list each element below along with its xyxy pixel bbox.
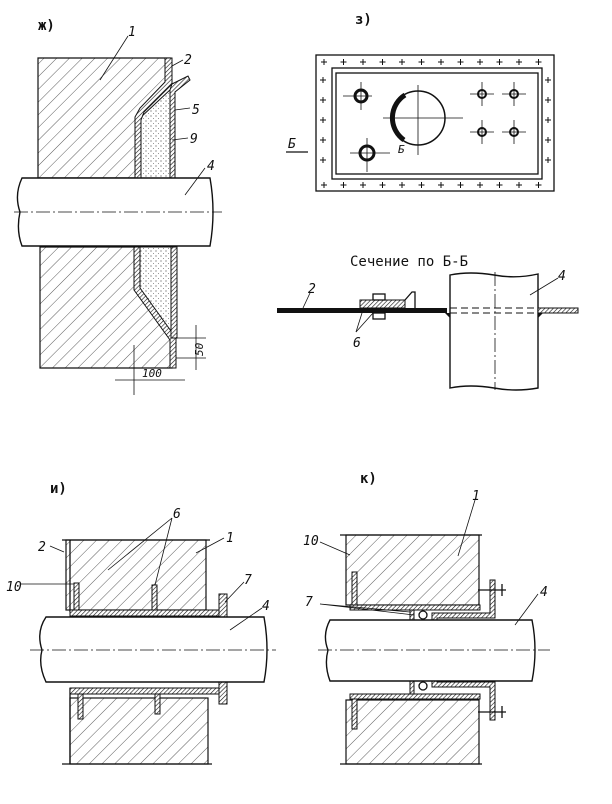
label-sleeve: 5 [192,103,200,118]
bolt-mark [321,59,327,65]
dimension-height: 50 [193,342,206,356]
wall-bottom [69,697,209,765]
sleeve-bottom [69,687,221,695]
label-pipe: 4 [262,599,270,614]
panel-zh-title: ж) [38,18,55,34]
wall-top [65,539,207,611]
bolt-mark [340,59,347,65]
sleeve-bottom [349,693,481,700]
bolt-mark [545,117,551,123]
panel-zh: ж) 1 2 5 9 4 50 100 [14,18,222,395]
section-label-pipe: 4 [558,269,566,284]
label-flange: 7 [305,595,313,610]
bolt-mark [321,182,327,188]
bolt-mark [418,182,425,188]
label-wall: 1 [226,531,234,546]
bolt-mark [477,59,483,65]
bolt-mark [418,59,425,65]
plate-inner-frame [331,67,543,180]
panel-z-title: з) [355,12,372,28]
bolt-mark [438,59,444,65]
label-plate: 2 [184,53,192,68]
label-seal: 6 [173,507,181,522]
pipe [39,616,268,683]
section-title: Сечение по Б-Б [350,254,468,270]
bolt-mark [457,182,464,188]
bolt-mark [516,59,522,65]
pipe [324,619,536,682]
label-flange: 7 [244,573,252,588]
bolt-mark [399,182,405,188]
panel-k: к) 10 1 7 4 [303,471,550,765]
label-anchor: 10 [303,534,319,549]
section-plate [277,308,447,313]
bolt-mark [360,182,366,188]
bolt-mark [379,59,386,65]
wall-top [345,534,480,606]
sleeve-flange [169,75,191,179]
label-wall: 1 [472,489,480,504]
label-insulation: 9 [190,132,198,147]
panel-i: и) 2 6 1 10 7 4 [6,481,276,765]
bolt-mark [496,182,503,188]
bolt-mark [545,77,551,83]
panel-k-title: к) [360,471,377,487]
bolt-mark [379,182,386,188]
label-plate: 2 [38,540,46,555]
sleeve-top [69,609,221,617]
section-label-seal: 6 [353,336,361,351]
bolt-mark [399,59,405,65]
clamp-plate [359,299,406,309]
bolt-mark [320,97,326,103]
plate-outline [315,54,555,192]
bolt-mark [545,157,551,163]
bolt-mark [438,182,444,188]
bolt-mark [320,77,326,83]
bolt-mark [535,59,542,65]
dimension-width: 100 [142,367,162,380]
section-pipe [449,272,539,391]
bolt-mark [320,117,326,123]
sleeve-outer-bottom [170,246,178,339]
label-pipe: 4 [540,585,548,600]
bolt-mark [477,182,483,188]
panel-i-title: и) [50,481,67,497]
bolt-mark [545,97,551,103]
bolt-mark [516,182,522,188]
sleeve-top [349,604,481,611]
bolt-mark [535,182,542,188]
bolt-mark [320,157,326,163]
bolt-marks [320,59,551,188]
bolt-mark [457,59,464,65]
bolt-mark [340,182,347,188]
label-pipe: 4 [207,159,215,174]
bolt-mark [320,137,326,143]
bolt-mark [360,59,366,65]
panel-z: з) Б Б Сечение по Б-Б [277,12,579,391]
label-anchor: 10 [6,580,22,595]
sleeve-plate-bottom [133,246,177,369]
wall-bottom [345,699,480,765]
bolt-mark [496,59,503,65]
section-mark: Б [288,137,296,152]
section-mark-small: Б [398,143,405,156]
bolt-mark [545,137,551,143]
holes [343,82,526,172]
section-label-plate: 2 [308,282,316,297]
label-wall: 1 [128,25,136,40]
